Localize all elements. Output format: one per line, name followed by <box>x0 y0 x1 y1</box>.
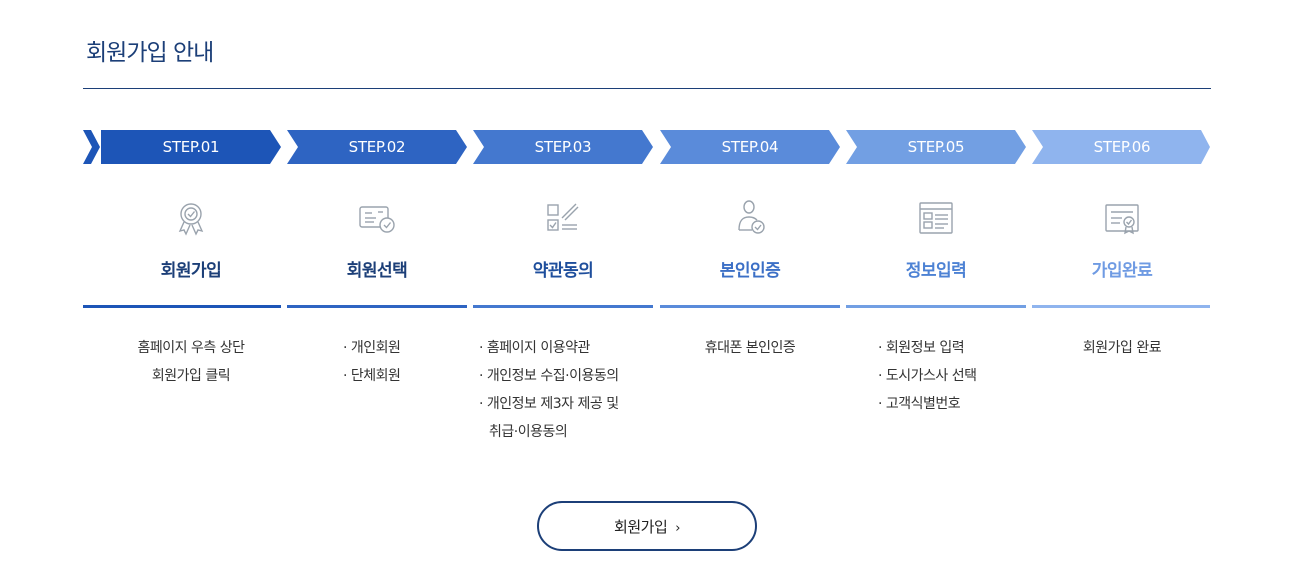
step-banner: STEP.03 <box>473 130 653 164</box>
form-window-icon <box>919 202 953 234</box>
step-name: 회원가입 <box>160 261 222 281</box>
step-underline <box>660 305 840 308</box>
join-button[interactable]: 회원가입 › <box>537 501 757 551</box>
step-underline <box>83 305 281 308</box>
step-number: STEP.02 <box>348 138 406 156</box>
step-underline <box>287 305 467 308</box>
step-number: STEP.03 <box>534 138 592 156</box>
step-description-line: · 개인회원 <box>343 340 401 356</box>
step-name: 회원선택 <box>346 261 408 281</box>
step-banner: STEP.01 <box>101 130 281 164</box>
step-banner: STEP.06 <box>1032 130 1212 164</box>
step-number: STEP.06 <box>1093 138 1151 156</box>
step-description: 홈페이지 우측 상단 회원가입 클릭 <box>101 334 281 390</box>
step-4: STEP.04 본인인증 휴대폰 본인인증 <box>660 130 840 356</box>
step-description-line: 회원가입 완료 <box>1082 340 1162 356</box>
step-number: STEP.04 <box>721 138 779 156</box>
step-banner: STEP.02 <box>287 130 467 164</box>
step-description-line: · 고객식별번호 <box>878 396 961 412</box>
step-description: 회원가입 완료 <box>1032 334 1212 362</box>
checklist-pen-icon <box>547 203 579 231</box>
step-lead-arrow-icon <box>83 130 100 164</box>
step-1: STEP.01 회원가입 홈페이지 우측 상단 회원가입 클릭 <box>83 130 281 384</box>
chevron-right-icon: › <box>675 520 680 536</box>
step-name: 가입완료 <box>1091 261 1153 281</box>
step-description-line: · 도시가스사 선택 <box>878 368 977 384</box>
step-description: · 회원정보 입력 · 도시가스사 선택 · 고객식별번호 <box>878 334 1058 418</box>
page-title: 회원가입 안내 <box>86 40 214 66</box>
step-description: · 홈페이지 이용약관 · 개인정보 수집·이용동의 · 개인정보 제3자 제공… <box>479 334 659 446</box>
step-3: STEP.03 약관동의 · 홈페이지 이용약관 · 개인정보 수집·이용동의 … <box>473 130 653 440</box>
step-description-line: · 개인정보 수집·이용동의 <box>479 368 619 384</box>
step-underline <box>846 305 1026 308</box>
step-number: STEP.01 <box>162 138 220 156</box>
step-description: · 개인회원 · 단체회원 <box>343 334 523 390</box>
step-name: 본인인증 <box>719 261 781 281</box>
step-5: STEP.05 정보입력 · 회원정보 입력 · 도시가스사 선택 · 고객식별… <box>846 130 1026 412</box>
step-description-line: 휴대폰 본인인증 <box>704 340 796 356</box>
certificate-check-icon <box>1105 204 1139 235</box>
step-description-line: 취급·이용동의 <box>489 424 568 440</box>
step-name: 약관동의 <box>532 261 594 281</box>
step-underline <box>473 305 653 308</box>
step-description-line: · 단체회원 <box>343 368 401 384</box>
step-number: STEP.05 <box>907 138 965 156</box>
person-verify-icon <box>738 200 765 234</box>
step-description-line: · 개인정보 제3자 제공 및 <box>479 396 619 412</box>
step-underline <box>1032 305 1210 308</box>
step-banner: STEP.04 <box>660 130 840 164</box>
step-6: STEP.06 가입완료 회원가입 완료 <box>1032 130 1212 356</box>
step-description-line: · 회원정보 입력 <box>878 340 965 356</box>
step-description-line: 회원가입 클릭 <box>151 368 231 384</box>
step-description-line: 홈페이지 우측 상단 <box>137 340 245 356</box>
step-description-line: · 홈페이지 이용약관 <box>479 340 590 356</box>
step-2: STEP.02 회원선택 · 개인회원 · 단체회원 <box>287 130 467 384</box>
ribbon-badge-icon <box>178 203 204 236</box>
step-description: 휴대폰 본인인증 <box>660 334 840 362</box>
join-button-label: 회원가입 <box>614 517 668 536</box>
step-banner: STEP.05 <box>846 130 1026 164</box>
step-name: 정보입력 <box>905 261 967 281</box>
title-divider <box>83 88 1211 89</box>
id-card-check-icon <box>359 206 395 233</box>
